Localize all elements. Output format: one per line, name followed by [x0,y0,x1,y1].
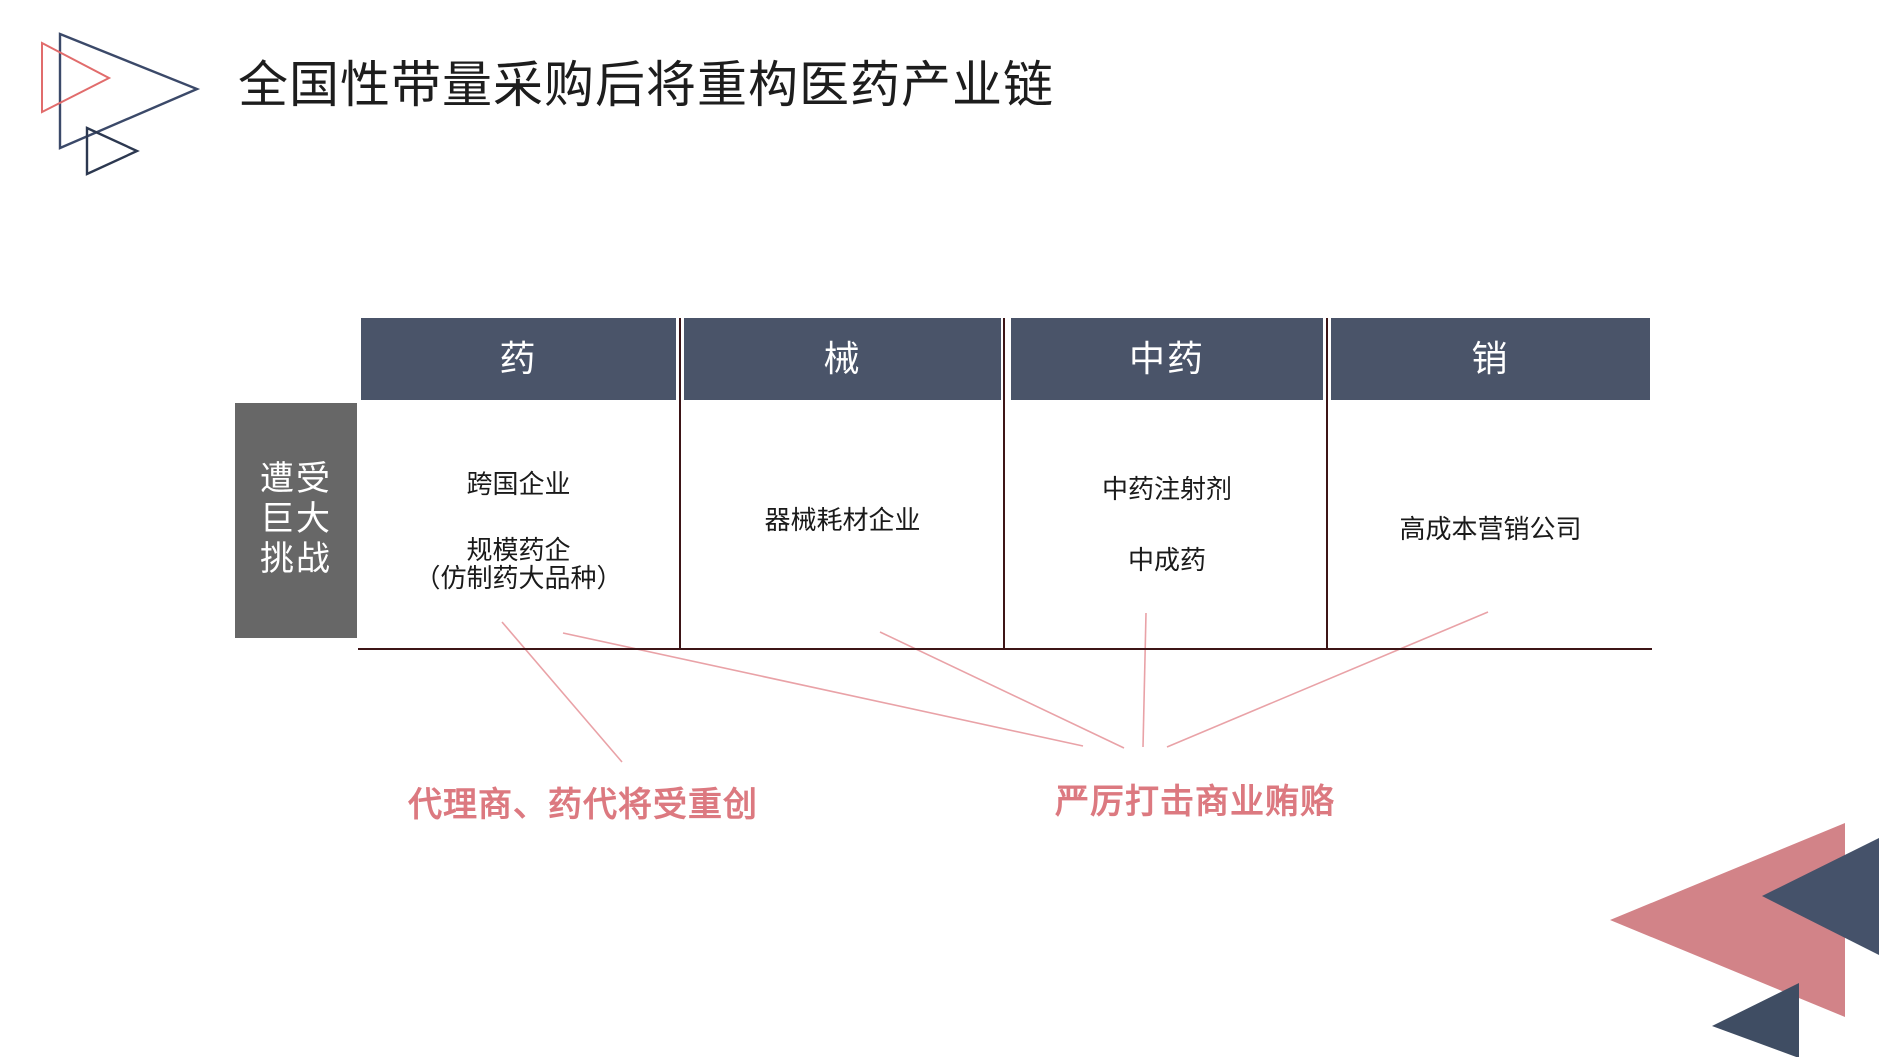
column-header-tcm: 中药 [1011,318,1323,400]
pointer-line-pharma-to-left-callout [501,621,623,763]
pointer-line-tcm-to-right-callout [1142,612,1147,748]
callout-left-label: 代理商、药代将受重创 [408,786,758,824]
column-header-pharma: 药 [361,318,676,400]
corner-triangle-pink-icon [1610,823,1845,1017]
side-label-line: 巨大 [260,500,332,538]
column-header-sales: 销 [1331,318,1650,400]
side-label-box: 遭受 巨大 挑战 [235,403,357,638]
corner-triangle-small-navy-icon [1712,983,1799,1057]
logo-triangle-small-navy-icon [85,126,140,176]
cell-text: （仿制药大品种） [414,563,623,593]
logo-triangle-navy-icon [58,32,201,150]
cell-text: 跨国企业 [466,469,571,499]
side-label-line: 挑战 [260,540,332,578]
cell-text: 规模药企 [466,535,571,565]
side-label-line: 遭受 [260,460,332,498]
cell-text: 中药注射剂 [1101,474,1232,504]
page-title: 全国性带量采购后将重构医药产业链 [238,57,1054,113]
cell-text: 器械耗材企业 [764,505,921,535]
column-header-device: 械 [684,318,1001,400]
column-separator-line [1003,318,1005,650]
callout-right-label: 严厉打击商业贿赂 [1055,783,1335,821]
cell-text: 高成本营销公司 [1399,514,1582,544]
table-bottom-line [358,648,1652,650]
corner-triangle-navy-icon [1762,838,1879,955]
column-separator-line [679,318,681,650]
logo-triangle-red-icon [41,41,112,114]
column-separator-line [1326,318,1328,650]
cell-text: 中成药 [1127,545,1206,575]
